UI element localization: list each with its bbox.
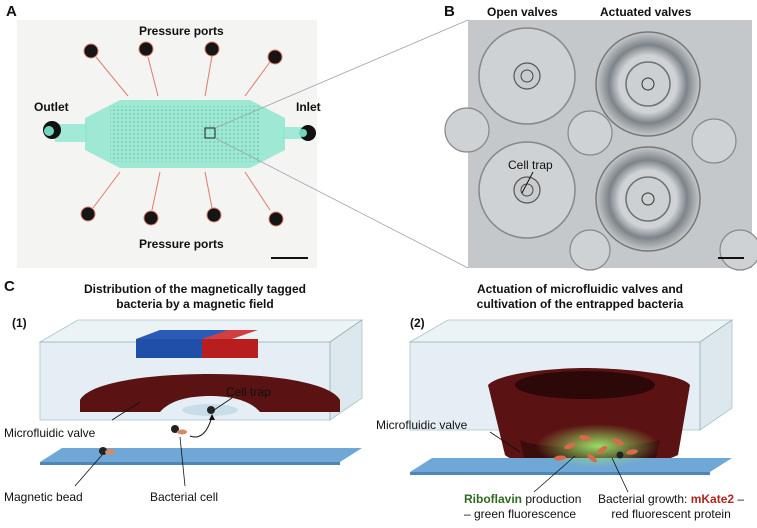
c2-device: [408, 319, 734, 475]
c2-growth-label: Bacterial growth: mKate2 – red fluoresce…: [598, 492, 744, 522]
c2-valve-pointer: [489, 431, 521, 453]
c2-title-line2: cultivation of the entrapped bacteria: [476, 297, 684, 311]
pressure-ports-top-label: Pressure ports: [139, 24, 224, 38]
c1-magnetic-bead-label: Magnetic bead: [4, 490, 83, 504]
c1-title-line2: bacteria by a magnetic field: [116, 297, 274, 311]
c1-device: [38, 319, 364, 465]
c1-bacterial-cell-label: Bacterial cell: [150, 490, 219, 504]
c1-cell-pointer: [179, 436, 186, 487]
microfluidic-chip: [55, 100, 305, 168]
riboflavin-text: Riboflavin: [464, 492, 523, 506]
pressure-ports-top: [83, 41, 283, 97]
c2-bacteria: [554, 435, 638, 463]
c2-title: Actuation of microfluidic valves and cul…: [430, 282, 730, 312]
c2-growth-pointer: [611, 457, 629, 493]
open-valves-label: Open valves: [487, 5, 558, 19]
c2-number: (2): [410, 316, 425, 330]
outlet-label: Outlet: [34, 100, 69, 114]
inlet-label: Inlet: [296, 100, 321, 114]
mkate2-text: mKate2: [690, 492, 735, 506]
zoom-line-bottom: [214, 137, 469, 269]
cell-trap-pointer: [521, 171, 534, 194]
c1-title: Distribution of the magnetically tagged …: [40, 282, 350, 312]
cell-trap-label-b: Cell trap: [508, 158, 553, 172]
zoom-line-top: [214, 19, 469, 129]
c1-cell-trap-label: Cell trap: [226, 385, 271, 399]
actuated-valve-top: [595, 31, 701, 137]
c2-microfluidic-valve-label: Microfluidic valve: [376, 418, 468, 432]
production-text: production: [522, 492, 582, 506]
background-posts: [444, 107, 757, 271]
open-valve-bottom: [478, 141, 576, 239]
c2-riboflavin-pointer: [533, 455, 576, 493]
c1-microfluidic-valve-label: Microfluidic valve: [4, 426, 96, 440]
growth-suffix-text: –: [734, 492, 745, 506]
c1-cell-trap-pointer: [213, 397, 233, 411]
c1-cells: [99, 406, 215, 455]
c1-number: (1): [12, 316, 27, 330]
outlet-port: [43, 121, 61, 139]
c2-riboflavin-label: Riboflavin production – green fluorescen…: [464, 492, 581, 522]
pressure-ports-bottom-label: Pressure ports: [139, 237, 224, 251]
c1-title-line1: Distribution of the magnetically tagged: [83, 282, 307, 296]
open-valve-top: [478, 27, 576, 125]
panel-letter-c: C: [4, 278, 15, 295]
red-protein-text: red fluorescent protein: [611, 507, 731, 521]
actuated-valve-bottom: [595, 146, 701, 252]
pressure-ports-bottom: [80, 171, 284, 227]
inlet-port: [299, 125, 316, 141]
growth-prefix-text: Bacterial growth:: [598, 492, 691, 506]
green-fluorescence-text: – green fluorescence: [464, 507, 577, 521]
panel-letter-a: A: [6, 3, 17, 20]
panel-letter-b: B: [444, 3, 455, 20]
c1-valve-pointer: [111, 401, 141, 421]
c2-title-line1: Actuation of microfluidic valves and: [476, 282, 684, 296]
c1-bead-pointer: [74, 454, 103, 487]
actuated-valves-label: Actuated valves: [600, 5, 692, 19]
